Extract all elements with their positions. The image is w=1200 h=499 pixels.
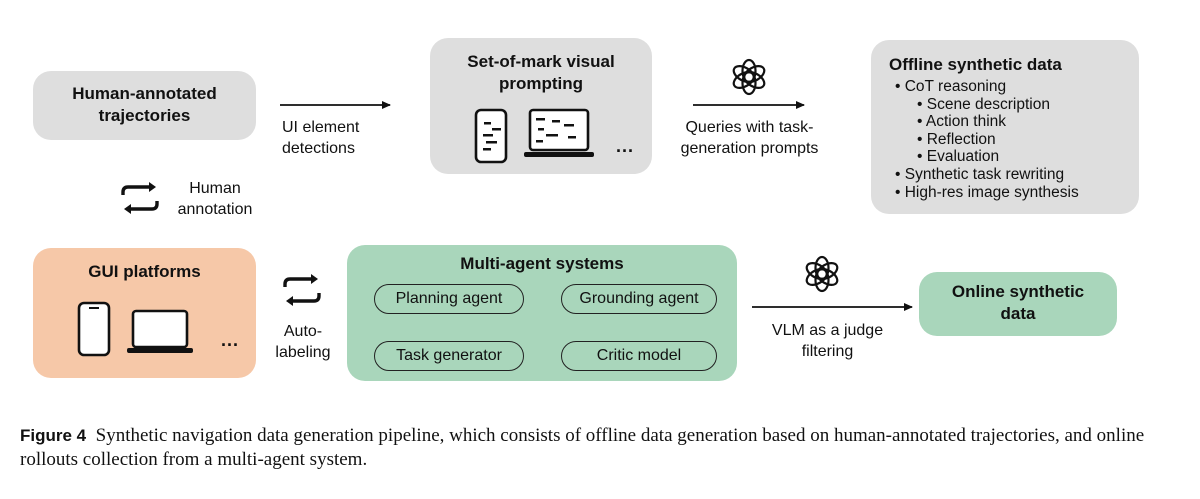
openai-logo-icon <box>805 255 839 293</box>
set-of-mark-node: Set-of-mark visual prompting ... <box>430 38 652 174</box>
bullet-icon: • <box>895 183 905 201</box>
offline-data-title: Offline synthetic data <box>889 55 1062 74</box>
bullet-icon: • <box>917 148 927 166</box>
gui-platforms-node: GUI platforms ... <box>33 248 256 378</box>
laptop-icon <box>127 309 193 353</box>
offline-data-item: • CoT reasoning <box>895 78 1079 96</box>
queries-label: Queries with task-generation prompts <box>680 119 819 157</box>
bullet-icon: • <box>895 165 905 183</box>
more-devices-ellipsis: ... <box>221 330 240 350</box>
offline-data-item: • Action think <box>895 113 1079 131</box>
phone-icon <box>474 108 508 164</box>
bullet-icon: • <box>917 95 927 113</box>
auto-labeling-label: Auto-labeling <box>275 323 331 361</box>
laptop-icon <box>524 108 594 157</box>
offline-data-item-text: High-res image synthesis <box>904 183 1079 201</box>
offline-data-item-text: Synthetic task rewriting <box>904 165 1065 183</box>
devices-icons <box>474 108 594 164</box>
offline-data-list: • CoT reasoning• Scene description• Acti… <box>895 78 1079 201</box>
human-trajectories-node: Human-annotated trajectories <box>33 71 256 140</box>
gui-platforms-label: GUI platforms <box>88 262 201 281</box>
critic-model-node: Critic model <box>561 341 717 371</box>
devices-icons <box>77 301 193 357</box>
offline-data-item: • Evaluation <box>895 148 1079 166</box>
grounding-agent-node: Grounding agent <box>561 284 717 314</box>
multi-agent-title: Multi-agent systems <box>460 254 624 273</box>
figure-caption-text: Synthetic navigation data generation pip… <box>20 425 1145 470</box>
task-generator-node: Task generator <box>374 341 524 371</box>
offline-data-item: • Synthetic task rewriting <box>895 166 1079 184</box>
offline-data-item-text: CoT reasoning <box>904 78 1007 95</box>
cycle-icon <box>121 182 159 214</box>
more-devices-ellipsis: ... <box>616 136 635 156</box>
offline-data-item: • High-res image synthesis <box>895 184 1079 202</box>
planning-agent-node: Planning agent <box>374 284 524 314</box>
ui-detection-label: UI element detections <box>282 119 360 157</box>
offline-data-item: • Reflection <box>895 131 1079 149</box>
human-annotation-label: Human annotation <box>177 180 253 218</box>
bullet-icon: • <box>895 78 905 95</box>
bullet-icon: • <box>917 130 927 148</box>
figure-label: Figure 4 <box>20 426 87 445</box>
phone-icon <box>77 301 111 357</box>
offline-data-item-text: Reflection <box>926 130 996 148</box>
vlm-judge-label: VLM as a judge filtering <box>771 322 884 360</box>
offline-data-item: • Scene description <box>895 96 1079 114</box>
bullet-icon: • <box>917 113 926 131</box>
openai-logo-icon <box>732 58 766 96</box>
figure-caption: Figure 4 Synthetic navigation data gener… <box>20 424 1170 472</box>
human-trajectories-label: Human-annotated trajectories <box>72 84 217 125</box>
cycle-icon <box>283 274 321 306</box>
set-of-mark-label: Set-of-mark visual prompting <box>467 52 615 93</box>
offline-data-item-text: Action think <box>925 113 1007 131</box>
offline-data-node: Offline synthetic data • CoT reasoning• … <box>871 40 1139 214</box>
online-data-label: Online synthetic data <box>951 282 1085 323</box>
offline-data-item-text: Scene description <box>926 95 1050 113</box>
offline-data-item-text: Evaluation <box>926 148 1000 166</box>
online-data-node: Online synthetic data <box>919 272 1117 336</box>
